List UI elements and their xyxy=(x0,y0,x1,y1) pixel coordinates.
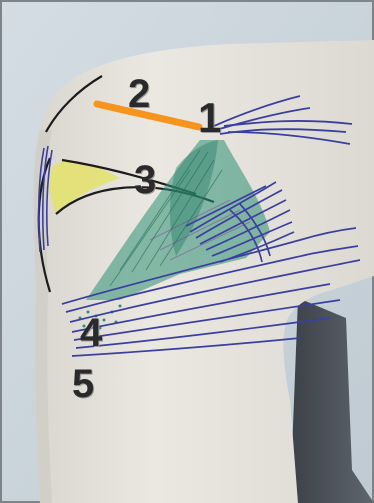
callout-2: 2 xyxy=(128,74,150,114)
callout-1: 1 xyxy=(198,98,221,138)
callout-5: 5 xyxy=(72,364,94,404)
callout-3: 3 xyxy=(134,160,156,200)
callout-4: 4 xyxy=(80,313,102,353)
